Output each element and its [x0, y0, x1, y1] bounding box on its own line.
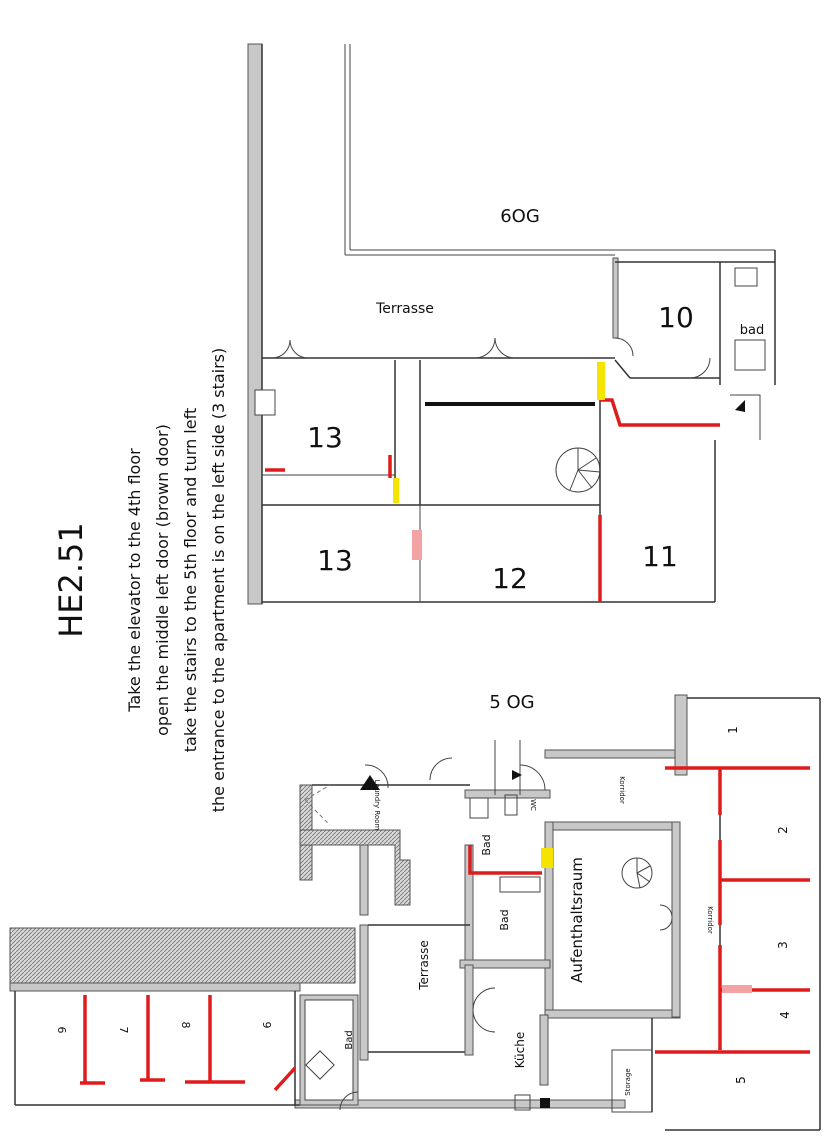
room-12-label: 12 [492, 562, 528, 595]
floor-5-plan [9, 694, 821, 1131]
room-6-label: 6 [55, 1027, 68, 1034]
instruction-line-4: the entrance to the apartment is on the … [209, 348, 228, 813]
room-10-label: 10 [658, 301, 694, 334]
kitchen-label: Küche [513, 1032, 527, 1068]
bath-lower-label: Bad [344, 1030, 355, 1049]
room-7-label: 7 [117, 1027, 130, 1034]
living-room-label: Aufenthaltsraum [568, 857, 586, 983]
roof-hatch [9, 927, 356, 984]
railing [425, 402, 595, 406]
floor-6-plan [247, 43, 776, 605]
door-highlight [541, 848, 553, 868]
wall-left [247, 43, 263, 605]
room-13-upper-label: 13 [307, 421, 343, 454]
stove-icon [514, 1094, 531, 1111]
sink-icon [540, 1098, 550, 1108]
wc-label: WC [529, 799, 537, 811]
floor-6-bath-label: bad [740, 323, 764, 338]
room-2-label: 2 [776, 826, 790, 834]
room-1-label: 1 [726, 726, 740, 734]
instruction-line-1: Take the elevator to the 4th floor [125, 448, 144, 713]
room-13-lower-label: 13 [317, 544, 353, 577]
corridor-right-label: Korridor [706, 906, 714, 934]
stair-arrow-icon [735, 400, 745, 412]
room-5-label: 5 [734, 1076, 748, 1084]
bath-upper-label: Bad [480, 834, 493, 855]
apartment-title: HE2.51 [52, 522, 90, 638]
room-11-label: 11 [642, 540, 678, 573]
door-highlight [597, 362, 605, 400]
floor-5-heading: 5 OG [489, 692, 534, 713]
bath-middle-label: Bad [498, 909, 511, 930]
room-4-label: 4 [778, 1011, 792, 1019]
laundry-room-label: Laundry Room [373, 780, 381, 831]
room-3-label: 3 [776, 941, 790, 949]
floor-5-terrace-label: Terrasse [417, 940, 431, 991]
corridor-upper-label: Korridor [618, 776, 626, 804]
storage-label: Storage [624, 1068, 632, 1095]
floor-6-terrace-label: Terrasse [375, 301, 434, 317]
instruction-line-3: take the stairs to the 5th floor and tur… [181, 408, 200, 752]
room-8-label: 8 [179, 1022, 192, 1029]
stair-arrow-icon [512, 770, 522, 780]
floor-6-heading: 6OG [500, 206, 540, 227]
room-9-label: 9 [260, 1022, 273, 1029]
instruction-line-2: open the middle left door (brown door) [153, 424, 172, 736]
